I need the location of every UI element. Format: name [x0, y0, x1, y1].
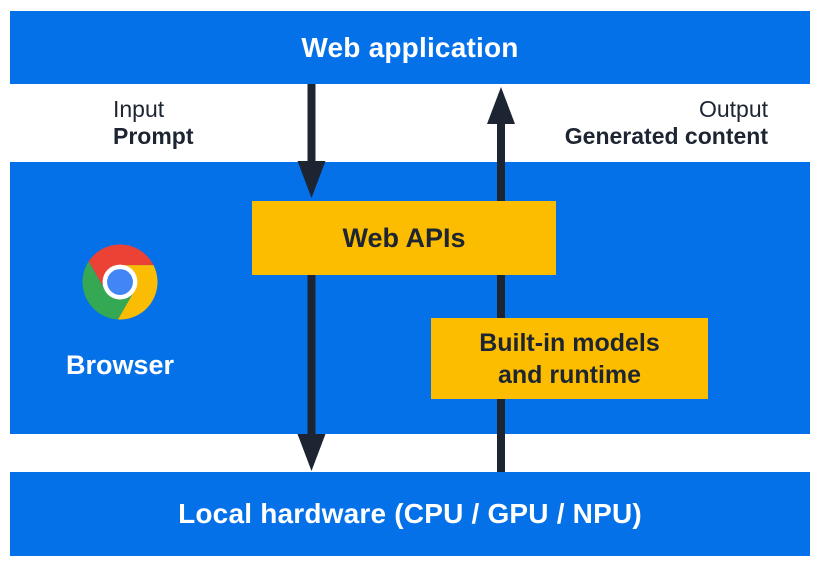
input-caption: Input: [113, 96, 165, 122]
web-application-layer: Web application: [10, 11, 810, 84]
web-apis-box: Web APIs: [252, 201, 556, 275]
output-value-label: Generated content: [564, 123, 768, 149]
web-application-label: Web application: [301, 31, 519, 63]
builtin-models-label-line1: Built-in models: [479, 328, 660, 357]
output-label-group: Output Generated content: [565, 96, 768, 150]
builtin-models-label-line2: and runtime: [497, 360, 642, 389]
chrome-logo-icon: [75, 244, 165, 327]
input-label-group: Input Prompt: [113, 96, 194, 150]
web-apis-label: Web APIs: [342, 222, 466, 253]
browser-label: Browser: [65, 350, 175, 380]
prompt-down-arrow-top: [297, 84, 326, 198]
local-hardware-layer: Local hardware (CPU / GPU / NPU): [10, 472, 810, 556]
generated-content-up-arrow: [487, 87, 515, 472]
input-value-label: Prompt: [113, 123, 194, 149]
local-hardware-label: Local hardware (CPU / GPU / NPU): [178, 498, 642, 529]
output-caption: Output: [698, 96, 768, 122]
prompt-down-arrow-bottom: [297, 275, 326, 471]
builtin-models-box: Built-in models and runtime: [431, 318, 708, 399]
